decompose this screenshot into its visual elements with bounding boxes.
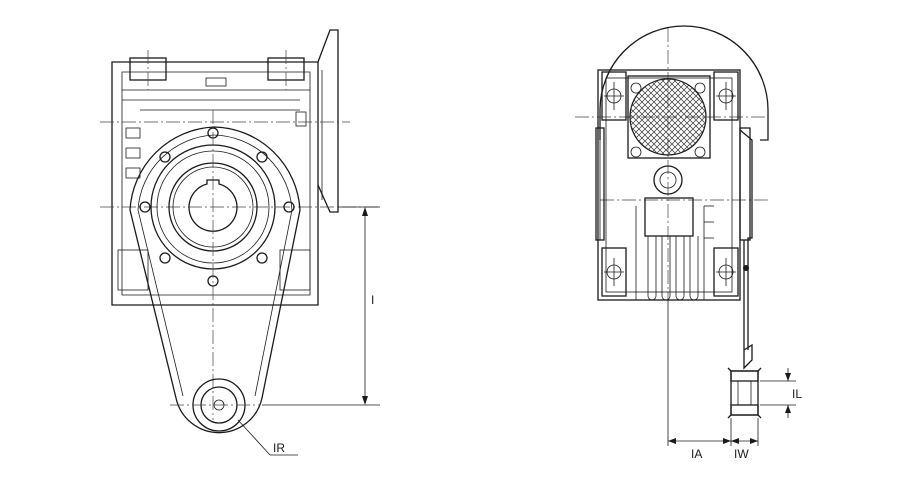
torque-arm-side (739, 129, 753, 370)
housing-inner-frame (121, 71, 311, 296)
output-shaft (653, 165, 683, 195)
output-cover (644, 197, 694, 237)
cooling-fins (635, 205, 714, 301)
motor-flange (317, 29, 339, 213)
dimension-I (262, 206, 380, 406)
dimension-IL (760, 368, 796, 418)
boss-bottom-right (713, 247, 739, 297)
motor-flange-square (627, 75, 711, 159)
label-IW: IW (734, 447, 749, 461)
boss-top-right (713, 71, 739, 121)
torque-arm (129, 126, 301, 434)
bore-keyway (188, 179, 238, 232)
side-view: IL IA IW (575, 25, 802, 461)
housing-outline (111, 61, 319, 306)
label-IA: IA (691, 447, 702, 461)
boss-top-left (601, 71, 627, 121)
bushing-side (727, 367, 762, 419)
top-vent (205, 77, 227, 87)
leader-IR (237, 419, 298, 456)
dimension-IA-IW (667, 300, 759, 446)
boss-bottom-left (601, 247, 627, 297)
label-IR: IR (273, 441, 285, 455)
label-IL: IL (792, 387, 802, 401)
bolt-holes (139, 127, 295, 287)
label-I: I (371, 293, 374, 307)
front-view: I IR (100, 29, 380, 456)
